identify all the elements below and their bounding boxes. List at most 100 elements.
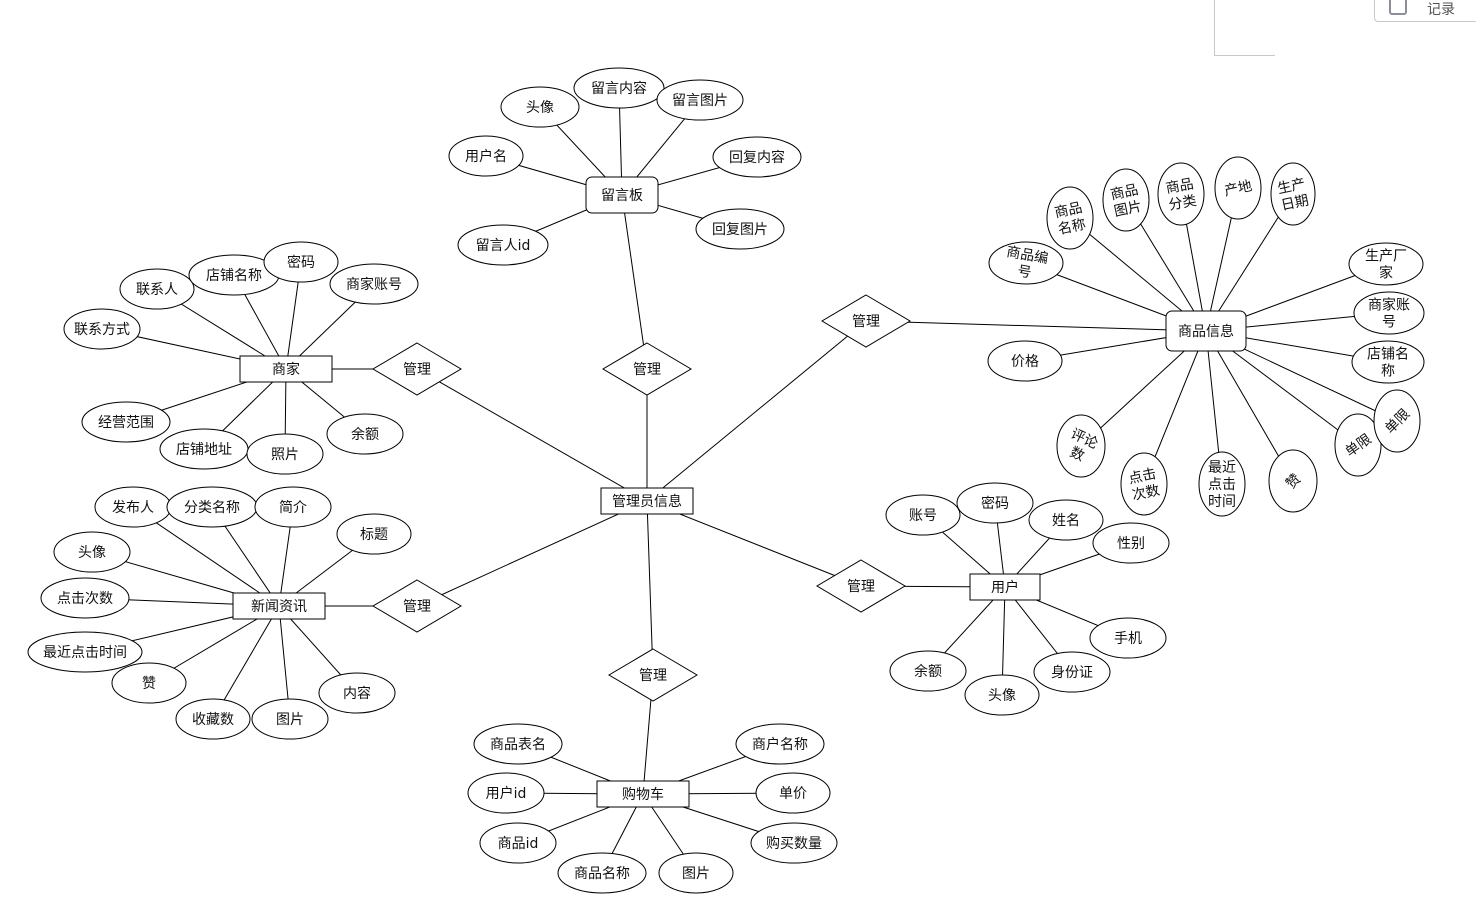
attribute-shape (1033, 651, 1111, 693)
attribute-label: 头像 (526, 100, 554, 116)
attribute-n-pic: 图片 (251, 698, 329, 740)
attribute-label: 用户id (486, 785, 527, 802)
attribute-n-fav: 收藏数 (175, 698, 251, 740)
attribute-g-price: 价格 (987, 340, 1063, 382)
attribute-g-comments: 评论数 (1056, 414, 1106, 478)
entity-label: 购物车 (622, 786, 664, 803)
attribute-label: 商户名称 (752, 736, 808, 753)
attribute-shape (467, 772, 545, 814)
attribute-label: 最近点击时间 (43, 645, 127, 661)
relationship-shape (608, 648, 698, 702)
entity-goods: 商品信息 (1165, 310, 1247, 352)
attribute-label: 商品分类 (1165, 176, 1198, 213)
relationship-r-news: 管理 (372, 579, 462, 633)
relationship-label: 管理 (847, 579, 875, 595)
attribute-s-shopname: 店铺名称 (188, 254, 280, 296)
attribute-shape (81, 401, 171, 443)
entity-label: 商家 (272, 361, 300, 378)
attribute-label: 发布人 (112, 500, 154, 516)
attribute-label: 图片 (682, 866, 710, 882)
attribute-n-title: 标题 (336, 513, 412, 555)
attribute-shape (246, 433, 324, 475)
attribute-g-origin: 产地 (1214, 156, 1262, 220)
relationship-shape (372, 342, 462, 396)
attribute-c-merchant: 商户名称 (735, 723, 825, 765)
attribute-label: 留言内容 (591, 80, 647, 97)
attribute-label: 头像 (78, 545, 106, 561)
attribute-label: 留言图片 (672, 93, 728, 109)
attribute-u-phone: 手机 (1089, 617, 1167, 659)
attribute-label: 经营范围 (98, 414, 154, 431)
attribute-shape (656, 79, 744, 121)
attribute-shape (1268, 449, 1318, 513)
attribute-label: 联系人 (136, 282, 178, 298)
window-frame-fragment (1214, 0, 1275, 56)
attribute-shape (329, 263, 419, 305)
attribute-label: 生产日期 (1276, 176, 1310, 214)
attribute-label: 价格 (1011, 354, 1039, 370)
attribute-shape (1157, 162, 1205, 226)
attribute-label: 简介 (279, 499, 307, 516)
attribute-shape (1046, 186, 1094, 250)
attribute-label: 店铺名称 (1367, 347, 1409, 380)
connector-news-n_publisher (132, 506, 280, 607)
entity-shape (969, 573, 1041, 601)
node-layer: 管理员信息留言板商家新闻资讯购物车用户商品信息管理管理管理管理管理管理头像留言内… (27, 67, 1425, 894)
relationship-shape (602, 342, 692, 396)
attribute-label: 产地 (1223, 178, 1254, 199)
attribute-shape (1348, 242, 1424, 286)
attribute-m-avatar: 头像 (500, 86, 580, 128)
attribute-shape (1102, 168, 1150, 232)
attribute-label: 密码 (981, 495, 1009, 512)
attribute-label: 购买数量 (766, 836, 822, 852)
attribute-s-photo: 照片 (246, 433, 324, 475)
attribute-shape (1373, 389, 1421, 453)
entity-shape (585, 176, 659, 214)
connector-admin-r_cart (646, 500, 654, 676)
attribute-label: 联系方式 (74, 322, 130, 338)
attribute-u-account: 账号 (885, 494, 961, 536)
attribute-label: 商品名称 (1053, 200, 1087, 238)
attribute-shape (119, 268, 195, 310)
attribute-label: 账号 (909, 508, 937, 524)
entity-cart: 购物车 (596, 780, 690, 808)
attribute-shape (1198, 451, 1246, 517)
attribute-shape (263, 241, 339, 283)
attribute-n-intro: 简介 (254, 486, 332, 528)
attribute-label: 商家账号 (346, 276, 402, 293)
attribute-n-content: 内容 (318, 672, 396, 714)
record-button-label: 记录 (1427, 2, 1455, 18)
attribute-label: 分类名称 (184, 500, 240, 516)
relationship-r-goods: 管理 (821, 294, 911, 348)
record-button[interactable]: 记录 (1374, 0, 1476, 22)
attribute-label: 留言人id (476, 238, 531, 254)
attribute-n-clicks: 点击次数 (40, 577, 130, 619)
attribute-s-scope: 经营范围 (81, 401, 171, 443)
attribute-label: 商品表名 (490, 737, 546, 753)
attribute-label: 点击次数 (1127, 466, 1161, 504)
attribute-label: 姓名 (1052, 513, 1080, 529)
attribute-shape (695, 208, 785, 250)
attribute-label: 商品图片 (1109, 182, 1143, 220)
entity-label: 新闻资讯 (251, 599, 307, 615)
relationship-label: 管理 (639, 668, 667, 684)
attribute-label: 回复内容 (729, 149, 785, 166)
attribute-shape (988, 241, 1064, 285)
attribute-n-avatar: 头像 (53, 531, 131, 573)
attribute-shape (1089, 617, 1167, 659)
attribute-c-gid: 商品id (479, 822, 557, 864)
attribute-g-name: 商品名称 (1046, 186, 1094, 250)
attribute-shape (27, 631, 143, 673)
attribute-n-publisher: 发布人 (94, 486, 172, 528)
attribute-shape (750, 822, 838, 864)
attribute-s-account: 商家账号 (329, 263, 419, 305)
attribute-u-idcard: 身份证 (1033, 651, 1111, 693)
relationship-r-cart: 管理 (608, 648, 698, 702)
attribute-shape (964, 674, 1040, 716)
attribute-c-price: 单价 (755, 772, 831, 814)
attribute-c-pic: 图片 (658, 852, 734, 894)
attribute-m-content: 留言内容 (573, 67, 665, 109)
attribute-label: 性别 (1117, 536, 1145, 552)
relationship-shape (816, 559, 906, 613)
